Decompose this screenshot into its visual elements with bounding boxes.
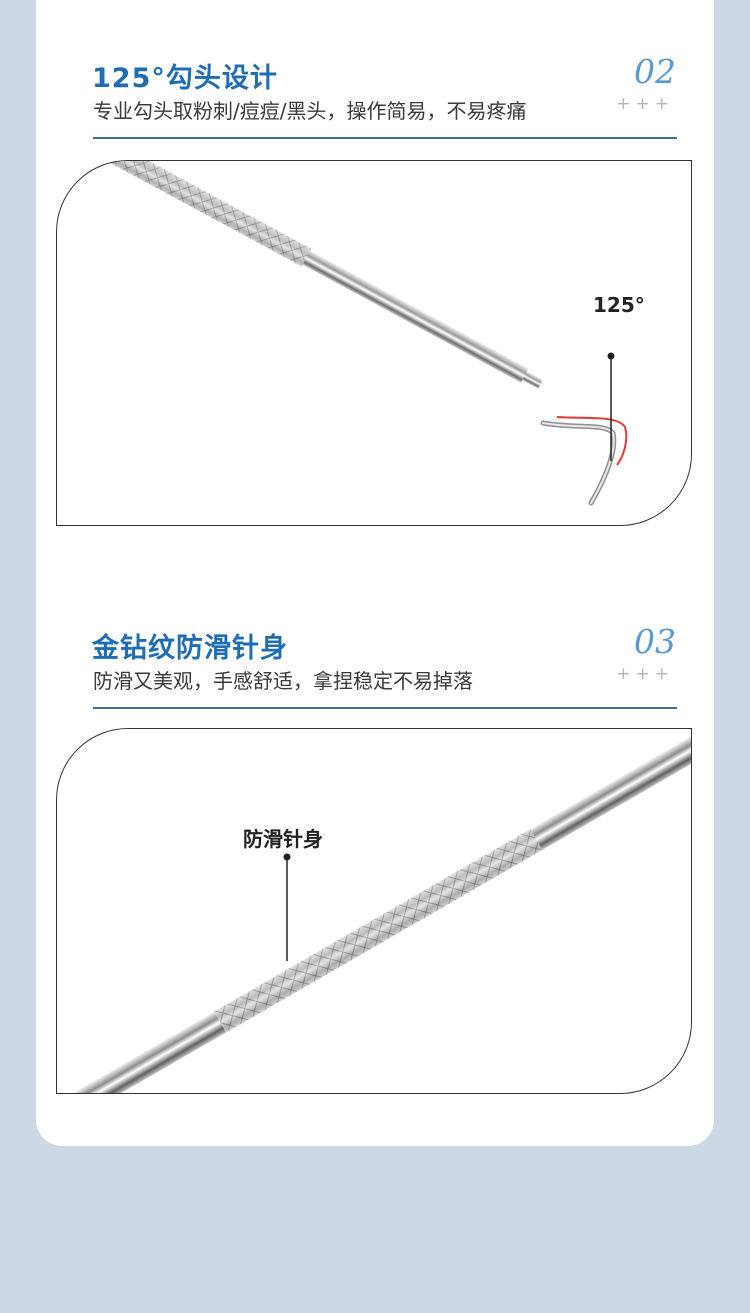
smooth-shaft-left bbox=[67, 1011, 227, 1093]
section-divider bbox=[93, 137, 677, 139]
content-card: 125°勾头设计 专业勾头取粉刺/痘痘/黑头，操作简易，不易疼痛 02 +++ bbox=[36, 0, 714, 1146]
section-number: 03 bbox=[634, 622, 676, 661]
hook-tip bbox=[540, 420, 617, 506]
hook-image-frame: 125° bbox=[56, 160, 692, 526]
smooth-shaft-right bbox=[530, 729, 691, 850]
hook-tool-illustration bbox=[108, 161, 628, 506]
smooth-shaft bbox=[302, 250, 529, 383]
shaft-image-frame: 防滑针身 bbox=[56, 728, 692, 1094]
anti-slip-callout: 防滑针身 bbox=[243, 827, 323, 851]
section-divider bbox=[93, 707, 677, 709]
section-title: 金钻纹防滑针身 bbox=[92, 633, 288, 664]
shaft-tool-illustration bbox=[67, 729, 691, 1093]
section-subtitle: 专业勾头取粉刺/痘痘/黑头，操作简易，不易疼痛 bbox=[93, 99, 527, 123]
hook-angle-callout: 125° bbox=[593, 293, 645, 317]
section-title: 125°勾头设计 bbox=[92, 63, 278, 94]
section-subtitle: 防滑又美观，手感舒适，拿捏稳定不易掉落 bbox=[93, 669, 473, 693]
hook-highlight bbox=[556, 416, 628, 466]
section-number: 02 bbox=[634, 52, 676, 91]
plus-decoration: +++ bbox=[616, 664, 674, 684]
plus-decoration: +++ bbox=[616, 94, 674, 114]
